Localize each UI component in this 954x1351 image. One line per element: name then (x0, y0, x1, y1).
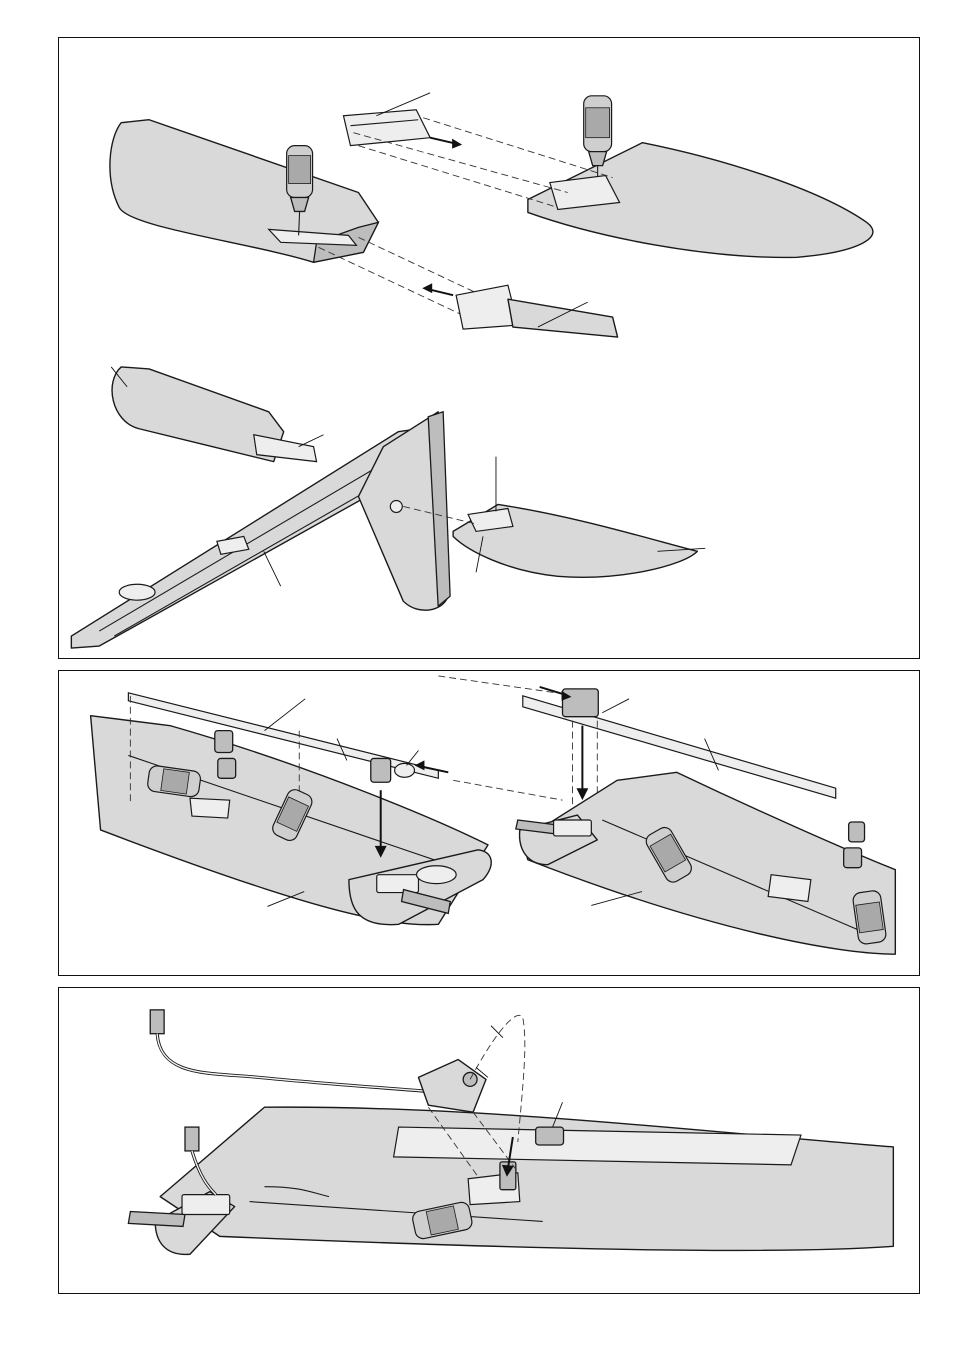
control-horn-clevis (536, 1127, 564, 1145)
wing-panel (160, 1107, 893, 1250)
wing-servo (418, 1060, 486, 1113)
servo-connector-left (185, 1127, 199, 1151)
arrow-left-lower (422, 283, 453, 295)
figure-3-servo-installation (58, 987, 920, 1294)
fin-mounting-hole (390, 501, 402, 513)
right-clevis-block (563, 689, 599, 717)
figure-2-drawing (59, 671, 919, 975)
right-clevis-end (844, 848, 862, 868)
arrow-right-upper (430, 138, 462, 149)
upper-joiner-part (343, 110, 430, 146)
right-wing-panel (523, 772, 896, 954)
tailplane-joiner-rod (508, 299, 618, 337)
figure-2-aileron-pushrod (58, 670, 920, 976)
lower-joiner-part (456, 285, 518, 329)
figure-1-drawing (59, 38, 919, 658)
figure-3-drawing (59, 988, 919, 1293)
figure-1-tailplane-assembly (58, 37, 920, 659)
left-control-horn (371, 758, 391, 782)
arrow-down-panel2-right (576, 726, 588, 801)
left-clevis-upper (215, 731, 233, 753)
right-clevis-lower (849, 822, 865, 842)
servo-connector-top (150, 1010, 164, 1034)
left-clevis-lower (218, 758, 236, 778)
